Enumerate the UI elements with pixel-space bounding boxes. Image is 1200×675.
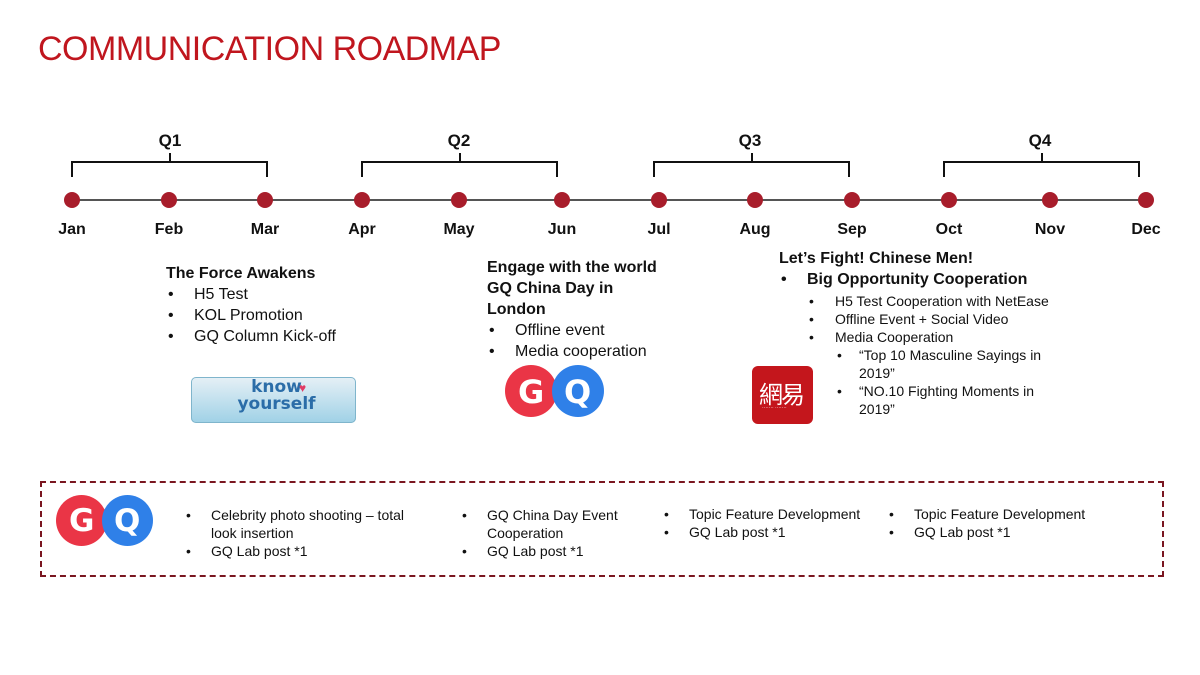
gq-logo-g: G [505, 365, 557, 417]
month-label: Aug [739, 221, 771, 238]
month-label: Oct [935, 221, 963, 238]
q3-heading: Let’s Fight! Chinese Men! [779, 250, 974, 267]
gq-logo-g: G [56, 495, 107, 546]
list-item: Topic Feature Development [662, 505, 892, 523]
timeline-dot [451, 192, 467, 208]
gq-logo: G Q [505, 365, 604, 417]
list-item: Offline Event + Social Video [807, 310, 1139, 328]
quarter-label-q1: Q1 [158, 131, 182, 150]
list-item: “Top 10 Masculine Sayings in 2019” [835, 346, 1065, 382]
q1-list: H5 Test KOL Promotion GQ Column Kick-off [166, 284, 336, 347]
list-item: Topic Feature Development [887, 505, 1117, 523]
month-label: Feb [154, 221, 184, 238]
q2-content: Engage with the world GQ China Day in Lo… [487, 257, 657, 362]
bottom-col-2: GQ China Day Event Cooperation GQ Lab po… [460, 506, 640, 560]
q2-heading-line2: GQ China Day in [487, 280, 614, 297]
timeline-axis [72, 199, 1148, 201]
list-item: GQ Column Kick-off [166, 326, 336, 347]
timeline-dot [1042, 192, 1058, 208]
netease-logo-text: 網易 [759, 381, 805, 409]
list-item: H5 Test [166, 284, 336, 305]
page-title: COMMUNICATION ROADMAP [38, 30, 501, 68]
list-item: GQ Lab post *1 [184, 542, 414, 560]
bottom-col-1: Celebrity photo shooting – total look in… [184, 506, 414, 560]
netease-logo: 網易 ······· ······· [752, 366, 813, 424]
month-label: Nov [1034, 221, 1066, 238]
month-label: Mar [250, 221, 280, 238]
list-item: Big Opportunity Cooperation H5 Test Coop… [779, 269, 1139, 418]
q1-content: The Force Awakens H5 Test KOL Promotion … [166, 263, 336, 347]
gq-logo-bottom: G Q [56, 495, 153, 546]
list-item: KOL Promotion [166, 305, 336, 326]
media-cooperation-box [40, 481, 1164, 577]
q3-content: Let’s Fight! Chinese Men! Big Opportunit… [779, 248, 1139, 418]
timeline-dot [161, 192, 177, 208]
timeline-dot [941, 192, 957, 208]
month-label: May [443, 221, 475, 238]
quarter-label-q3: Q3 [738, 131, 762, 150]
q2-heading-line1: Engage with the world [487, 259, 657, 276]
list-item: Media cooperation [487, 341, 657, 362]
list-item: Media Cooperation “Top 10 Masculine Sayi… [807, 328, 1139, 418]
q3-list: Big Opportunity Cooperation H5 Test Coop… [779, 269, 1139, 418]
list-item: GQ Lab post *1 [887, 523, 1117, 541]
list-item: “NO.10 Fighting Moments in 2019” [835, 382, 1065, 418]
month-label: Jul [647, 221, 671, 238]
month-label: Jan [58, 221, 86, 238]
timeline-dot [64, 192, 80, 208]
timeline-dot [844, 192, 860, 208]
list-item: H5 Test Cooperation with NetEase [807, 292, 1139, 310]
q2-heading-line3: London [487, 301, 546, 318]
q3-sub-list: H5 Test Cooperation with NetEase Offline… [807, 292, 1139, 418]
timeline-dot [1138, 192, 1154, 208]
month-label: Dec [1131, 221, 1161, 238]
bottom-col-3: Topic Feature Development GQ Lab post *1 [662, 505, 892, 541]
q1-heading: The Force Awakens [166, 265, 316, 282]
month-label: Apr [348, 221, 376, 238]
timeline-dot [747, 192, 763, 208]
q3-sub-sub-list: “Top 10 Masculine Sayings in 2019” “NO.1… [835, 346, 1065, 418]
timeline-dot [257, 192, 273, 208]
gq-logo-q: Q [552, 365, 604, 417]
heart-icon: ♥ [299, 381, 307, 395]
quarter-label-q4: Q4 [1028, 131, 1052, 150]
quarter-label-q2: Q2 [447, 131, 471, 150]
month-label: Sep [837, 221, 867, 238]
quarter-bracket-q1 [71, 153, 268, 177]
list-item: GQ Lab post *1 [460, 542, 640, 560]
gq-logo-q: Q [102, 495, 153, 546]
timeline: Q1 Q2 Q3 Q4 Jan Feb Mar Apr May Jun Jul … [0, 0, 1200, 260]
list-item: Celebrity photo shooting – total look in… [184, 506, 414, 542]
netease-logo-subtext: ······· ······· [762, 405, 787, 411]
list-item: GQ China Day Event Cooperation [460, 506, 640, 542]
list-item: Offline event [487, 320, 657, 341]
timeline-dot [354, 192, 370, 208]
quarter-bracket-q2 [361, 153, 558, 177]
list-item: GQ Lab post *1 [662, 523, 892, 541]
quarter-bracket-q4 [943, 153, 1140, 177]
month-label: Jun [547, 221, 577, 238]
timeline-dot [554, 192, 570, 208]
timeline-dot [651, 192, 667, 208]
q2-list: Offline event Media cooperation [487, 320, 657, 362]
quarter-bracket-q3 [653, 153, 850, 177]
bottom-col-4: Topic Feature Development GQ Lab post *1 [887, 505, 1117, 541]
